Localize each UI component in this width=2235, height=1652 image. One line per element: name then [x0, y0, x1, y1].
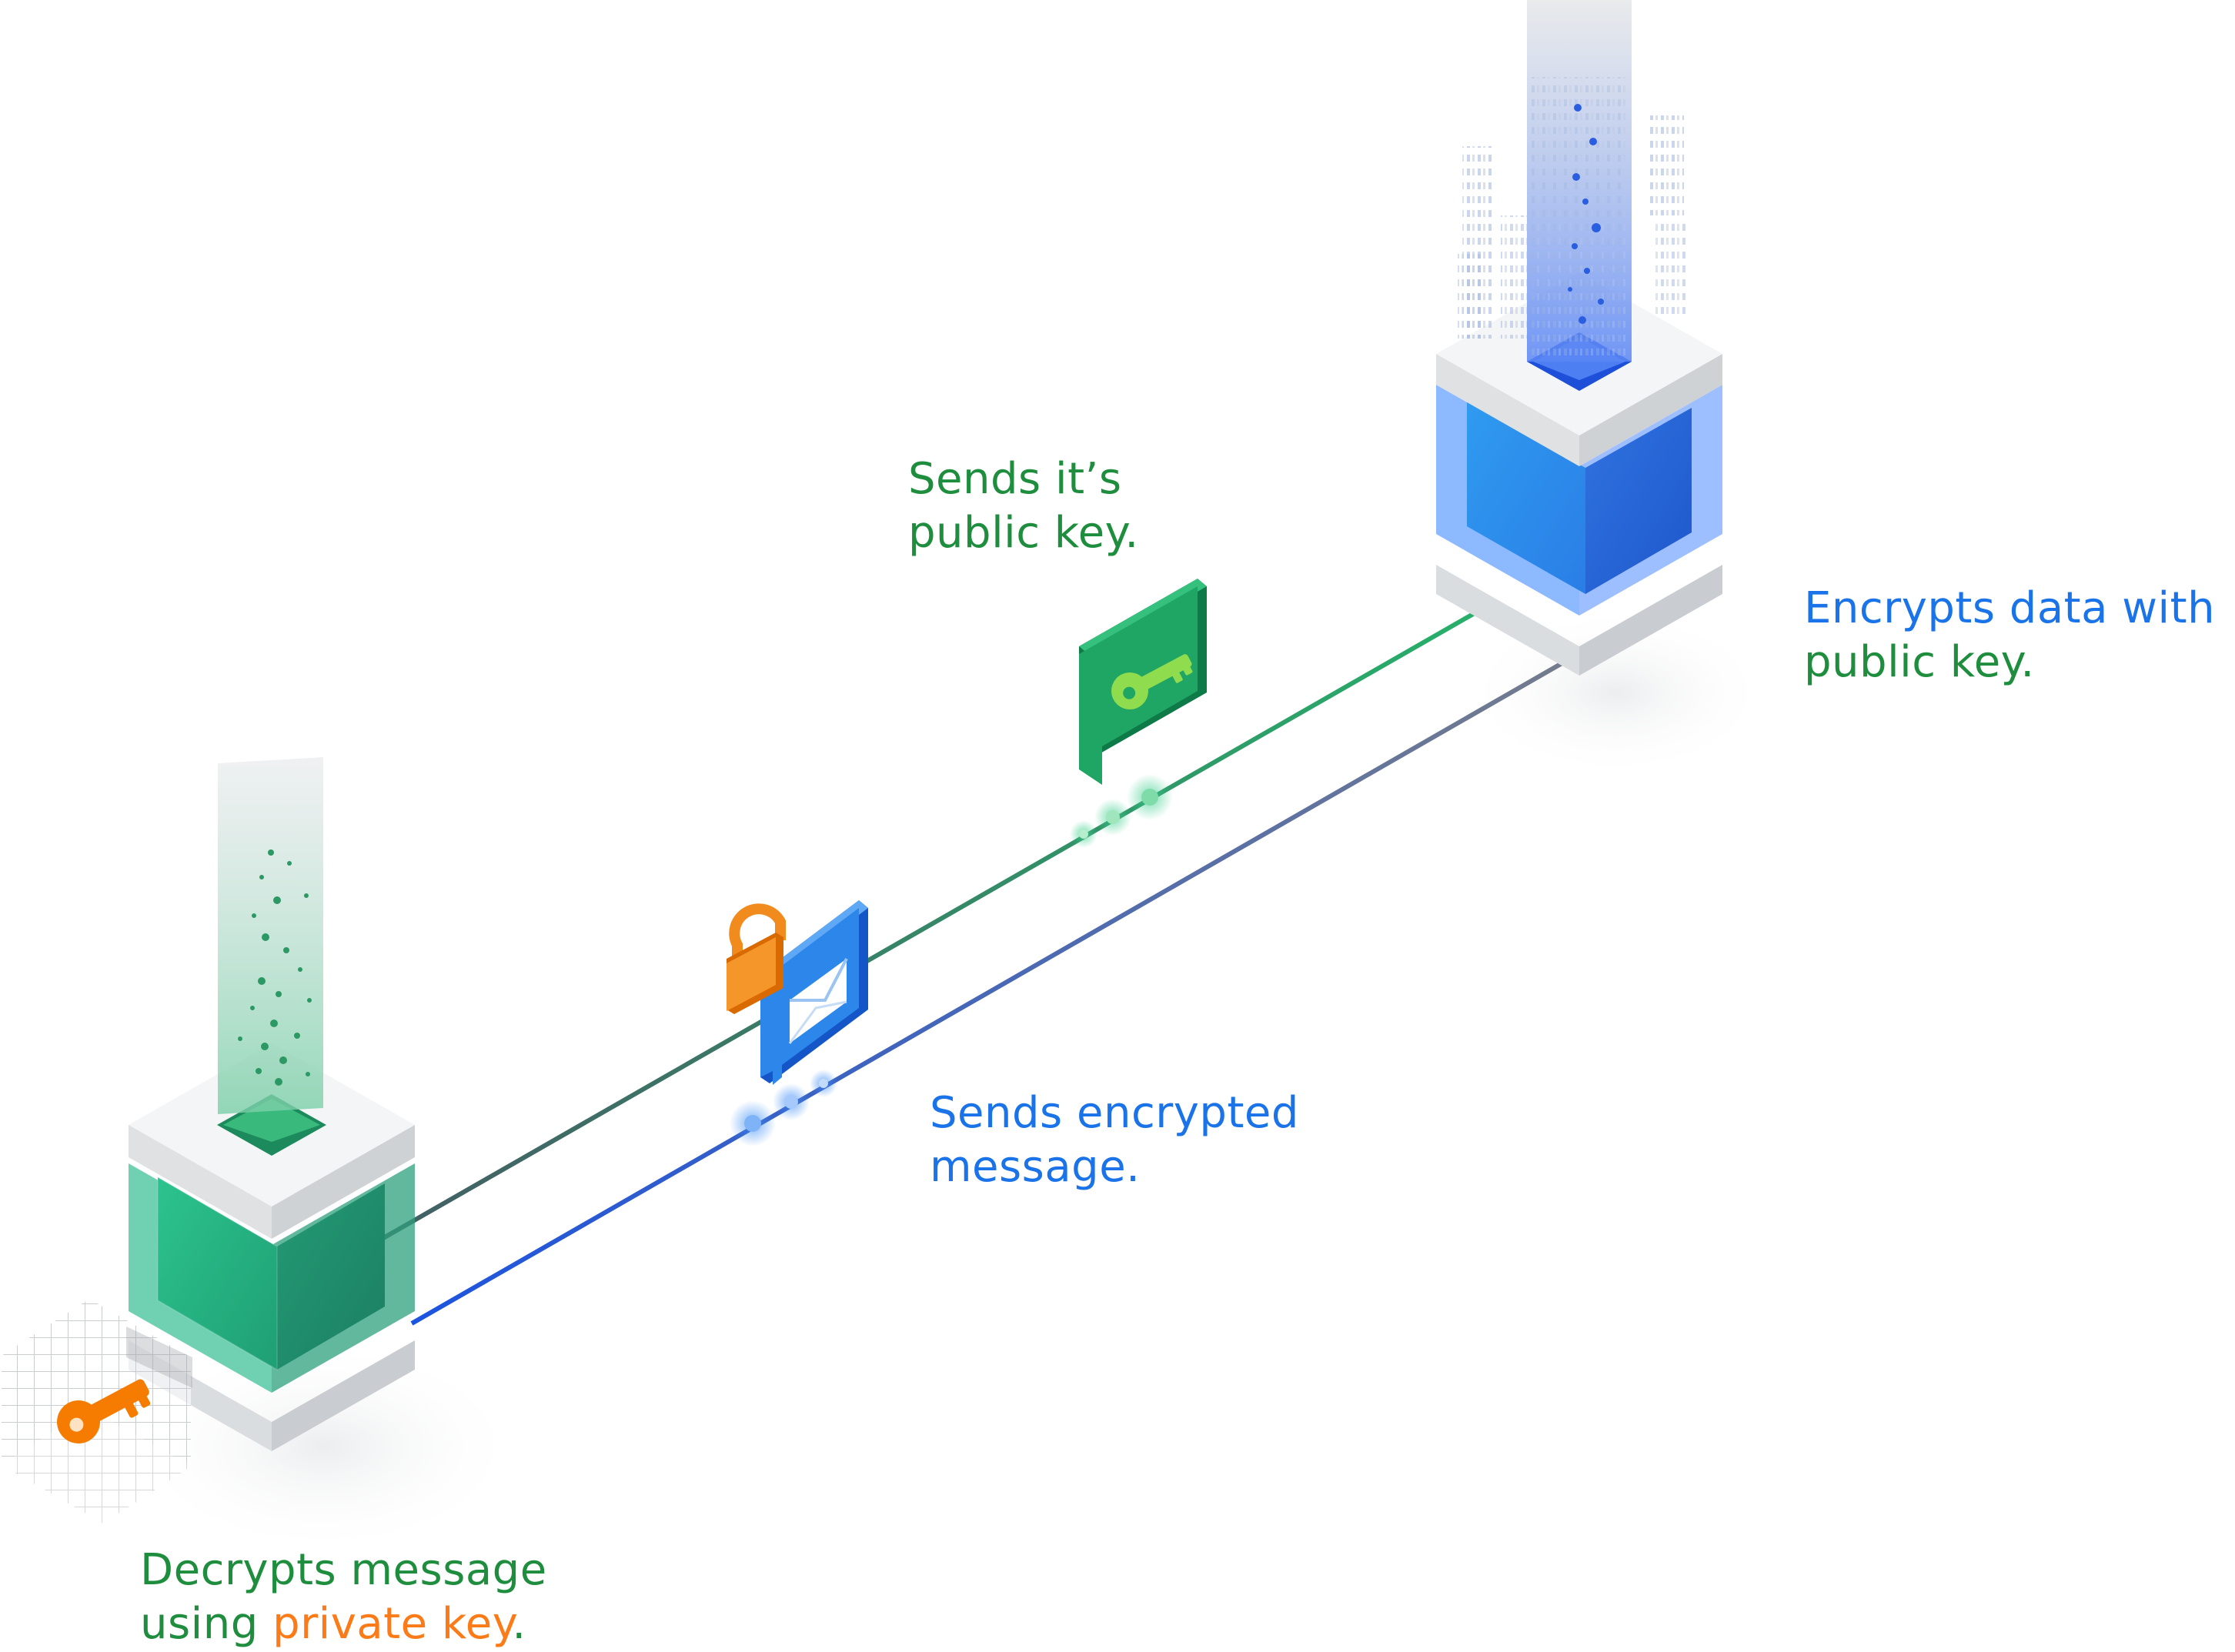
- encrypts-data-line2: public key.: [1804, 637, 2035, 687]
- private-key-icon: [57, 1379, 151, 1443]
- decrypts-prefix: using: [140, 1599, 273, 1649]
- decrypts-message-line1: Decrypts message: [140, 1545, 547, 1595]
- ground-shadow-left: [123, 1339, 523, 1554]
- sends-public-key-label: Sends it’s public key.: [908, 452, 1139, 560]
- decrypts-message-line2: using private key.: [140, 1597, 547, 1651]
- decrypts-message-label: Decrypts message using private key.: [140, 1544, 547, 1651]
- sends-public-key-line1: Sends it’s: [908, 454, 1122, 504]
- public-key-message-bubble: [1079, 579, 1207, 785]
- public-key-signal-dots: [1070, 774, 1173, 848]
- private-key-highlight: private key: [272, 1599, 513, 1649]
- decrypted-data-beam: [218, 757, 323, 1114]
- sends-encrypted-message-line2: message.: [930, 1142, 1141, 1192]
- encrypted-message-bubble: [760, 900, 868, 1085]
- encrypted-data-beam: [1458, 0, 1685, 362]
- sends-encrypted-message-label: Sends encrypted message.: [930, 1086, 1299, 1194]
- sends-encrypted-message-line1: Sends encrypted: [930, 1088, 1299, 1138]
- sends-public-key-line2: public key.: [908, 508, 1139, 558]
- envelope-icon: [788, 958, 848, 1044]
- encrypted-message-signal-dots: [730, 1070, 837, 1146]
- receiver-server-cube: [129, 1043, 415, 1451]
- encrypts-data-label: Encrypts data with public key.: [1804, 582, 2215, 689]
- key-icon: [1111, 654, 1193, 709]
- public-key-channel-line: [329, 606, 1485, 1270]
- connection-lines: [329, 606, 1572, 1326]
- encrypted-message-channel-line: [410, 656, 1572, 1326]
- decrypts-suffix: .: [512, 1599, 526, 1649]
- padlock-icon: [727, 903, 786, 1014]
- encrypts-data-line1: Encrypts data with: [1804, 583, 2216, 633]
